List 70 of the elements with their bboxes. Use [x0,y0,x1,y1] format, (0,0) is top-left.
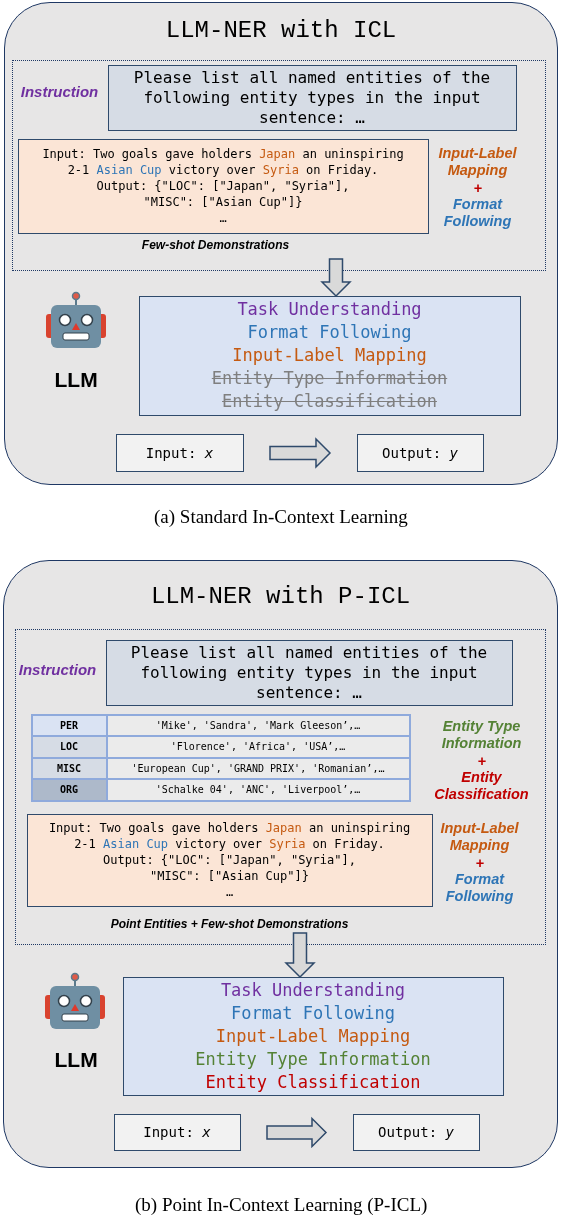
capability-box [122,976,504,1096]
capability-text: Format Following [231,1001,395,1025]
plus-sign: + [475,854,484,872]
capability-text: Entity Classification [205,1070,421,1094]
io-text: Output: y [382,444,458,461]
side-label: Instruction [17,660,98,678]
demo-text: … [218,210,228,226]
llm-label: LLM [54,368,98,392]
prompt-frame [14,628,546,945]
plus-sign: + [477,752,486,770]
example-cell: 'Mike', 'Sandra', 'Mark Gleeson’,… [106,714,410,736]
demonstration-box [17,138,429,234]
capability-text: Entity Classification [222,390,437,413]
capability-text: Input-Label Mapping [215,1024,411,1048]
side-label: Instruction [19,82,100,100]
side-label: Input-Label Mapping [437,144,518,179]
example-cell: 'Schalke 04', 'ANC', 'Liverpool’,… [106,779,410,801]
capability-text: Task Understanding [237,298,422,321]
entity-table [30,713,411,802]
side-label: Format Following [442,195,513,230]
type-cell: ORG [31,779,107,801]
side-label: Input-Label Mapping [439,819,520,854]
capability-text: Input-Label Mapping [232,344,427,367]
caption-label: Point Entities + Few-shot Demonstrations [109,915,350,933]
io-box [352,1113,480,1151]
demo-text: Output: {"LOC": ["Japan", "Syria"], [95,178,351,194]
demo-text: Input: Two goals gave holders Japan an uninspiring 2-1 Asian Cup victory over Syria on Friday. [41,146,405,178]
panel-title: LLM-NER with P-ICL [149,583,412,610]
block-arrow [320,258,352,298]
plus-sign: + [473,179,482,197]
io-box [115,433,244,472]
io-text: Output: y [378,1124,454,1140]
demo-text: Input: Two goals gave holders Japan an uninspiring 2-1 Asian Cup victory over Syria on Friday. [47,820,412,852]
demo-text: "MISC": ["Asian Cup"]} [149,868,310,884]
capability-text: Task Understanding [220,978,406,1002]
demonstration-box [26,813,433,907]
block-arrow [269,437,332,469]
block-arrow [284,932,316,979]
capability-text: Format Following [247,321,412,344]
instruction-text: Please list all named entities of the following entity types in the input sentence: … [132,67,492,128]
block-arrow [266,1116,328,1149]
type-cell: MISC [31,757,107,779]
panel-background [3,560,558,1168]
type-cell: LOC [31,736,107,758]
figure-caption: (a) Standard In-Context Learning [154,506,408,528]
demo-text: "MISC": ["Asian Cup"]} [142,194,304,210]
demo-text: … [224,884,235,900]
instruction-box [105,639,513,706]
capability-text: Entity Type Information [195,1047,431,1071]
io-box [356,433,484,472]
side-label: Entity Type Information [440,717,523,752]
example-cell: 'Florence', 'Africa', 'USA’,… [106,736,410,758]
caption-label: Few-shot Demonstrations [140,236,291,254]
io-text: Input: x [145,444,214,461]
capability-box [138,295,521,416]
example-cell: 'European Cup', 'GRAND PRIX', 'Romanian’,… [106,757,410,779]
io-text: Input: x [143,1124,211,1140]
io-box [113,1113,241,1151]
instruction-text: Please list all named entities of the following entity types in the input sentence: … [129,642,489,703]
capability-text: Entity Type Information [211,367,448,390]
llm-label: LLM [54,1048,98,1072]
side-label: Format Following [444,870,515,905]
side-label: Entity Classification [433,768,530,803]
type-cell: PER [31,714,107,736]
prompt-frame [11,59,546,271]
demo-text: Output: {"LOC": ["Japan", "Syria"], [102,852,357,868]
panel-title: LLM-NER with ICL [164,17,398,44]
panel-background [4,2,558,485]
figure-caption: (b) Point In-Context Learning (P-ICL) [135,1194,428,1216]
instruction-box [107,64,517,131]
